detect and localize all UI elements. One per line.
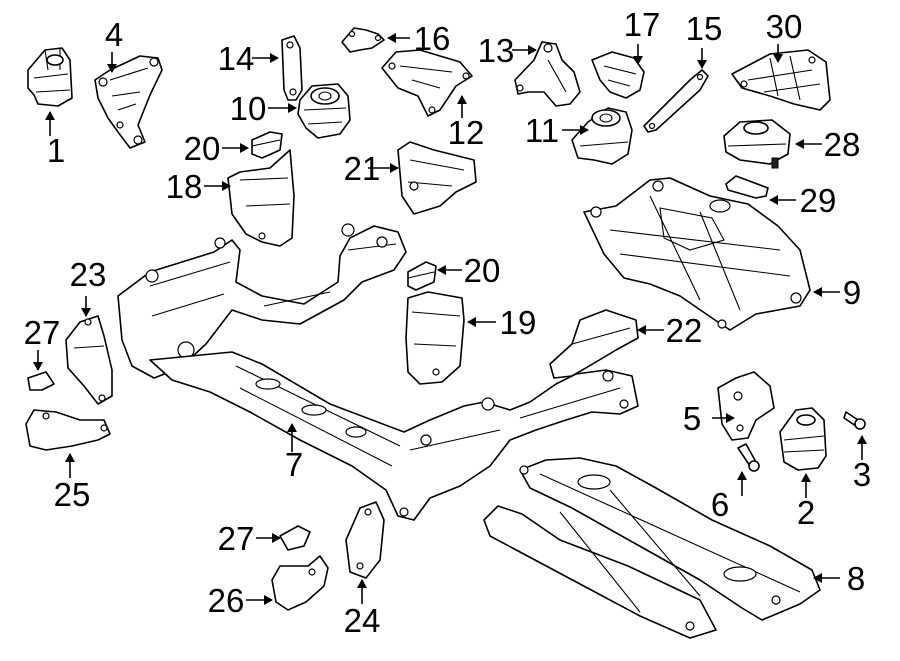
engine-mount-part-11: [571, 107, 633, 165]
callout-15[interactable]: 15: [686, 10, 723, 47]
heat-shield-part-18: [227, 149, 295, 247]
callout-1[interactable]: 1: [47, 132, 65, 169]
clip-part-27-upper: [27, 371, 55, 391]
front-subframe-part-7: [117, 223, 639, 521]
callout-30[interactable]: 30: [766, 8, 803, 45]
callout-2[interactable]: 2: [797, 494, 815, 531]
leader-lines: [33, 33, 867, 605]
callout-10[interactable]: 10: [230, 90, 267, 127]
bolt-part-6: [737, 443, 760, 472]
shield-part-21: [397, 141, 477, 215]
callout-27-lower[interactable]: 27: [218, 520, 255, 557]
callout-17[interactable]: 17: [624, 6, 661, 43]
callout-25[interactable]: 25: [54, 476, 91, 513]
callout-21[interactable]: 21: [344, 150, 381, 187]
callout-20-upper[interactable]: 20: [184, 130, 221, 167]
callout-6[interactable]: 6: [711, 486, 729, 523]
bracket-part-4: [94, 55, 163, 149]
callout-16[interactable]: 16: [414, 20, 451, 57]
callout-26[interactable]: 26: [208, 582, 245, 619]
callout-14[interactable]: 14: [218, 40, 255, 77]
callout-3[interactable]: 3: [853, 456, 871, 493]
strap-part-14: [281, 35, 303, 101]
clip-part-20-lower: [407, 261, 437, 291]
callout-numbers: 1 2 3 4 5 6 7 8 9 10 11 12 13 14 15 16 1…: [24, 6, 872, 639]
bolt-part-3: [843, 411, 866, 430]
callout-4[interactable]: 4: [105, 16, 123, 53]
bracket-part-5: [717, 371, 775, 441]
bracket-part-23: [65, 315, 113, 405]
callout-20-lower[interactable]: 20: [464, 252, 501, 289]
bracket-part-17: [591, 51, 645, 99]
callout-9[interactable]: 9: [843, 274, 861, 311]
rear-subframe-part-9: [583, 177, 811, 331]
clip-part-27-lower: [279, 525, 311, 551]
callout-29[interactable]: 29: [800, 182, 837, 219]
engine-mount-part-1: [27, 47, 73, 107]
clip-part-20-upper: [251, 131, 283, 159]
mount-bracket-part-30: [731, 49, 831, 111]
bracket-part-13: [514, 41, 581, 107]
callout-13[interactable]: 13: [478, 32, 515, 69]
bracket-part-26: [271, 555, 329, 611]
callout-11[interactable]: 11: [525, 112, 559, 149]
rear-crossmember-part-8: [483, 457, 821, 639]
callout-5[interactable]: 5: [683, 400, 701, 437]
mount-part-28: [723, 119, 791, 169]
engine-mount-part-2: [779, 407, 827, 471]
callout-7[interactable]: 7: [285, 446, 303, 483]
pad-part-29: [725, 175, 769, 199]
shield-part-22: [549, 309, 639, 379]
shield-part-19: [405, 291, 465, 385]
callout-18[interactable]: 18: [166, 168, 203, 205]
bracket-part-24: [345, 501, 385, 579]
bracket-part-12: [381, 49, 473, 117]
callout-8[interactable]: 8: [847, 560, 865, 597]
bracket-part-25: [25, 409, 111, 451]
callout-28[interactable]: 28: [824, 126, 861, 163]
callout-12[interactable]: 12: [448, 114, 485, 151]
callout-19[interactable]: 19: [500, 304, 537, 341]
small-bracket-part-16: [341, 27, 385, 53]
strap-part-15: [643, 69, 709, 133]
callout-23[interactable]: 23: [70, 256, 107, 293]
transmission-mount-part-10: [297, 83, 351, 139]
callout-24[interactable]: 24: [344, 602, 381, 639]
callout-22[interactable]: 22: [666, 312, 703, 349]
callout-27-upper[interactable]: 27: [24, 314, 61, 351]
